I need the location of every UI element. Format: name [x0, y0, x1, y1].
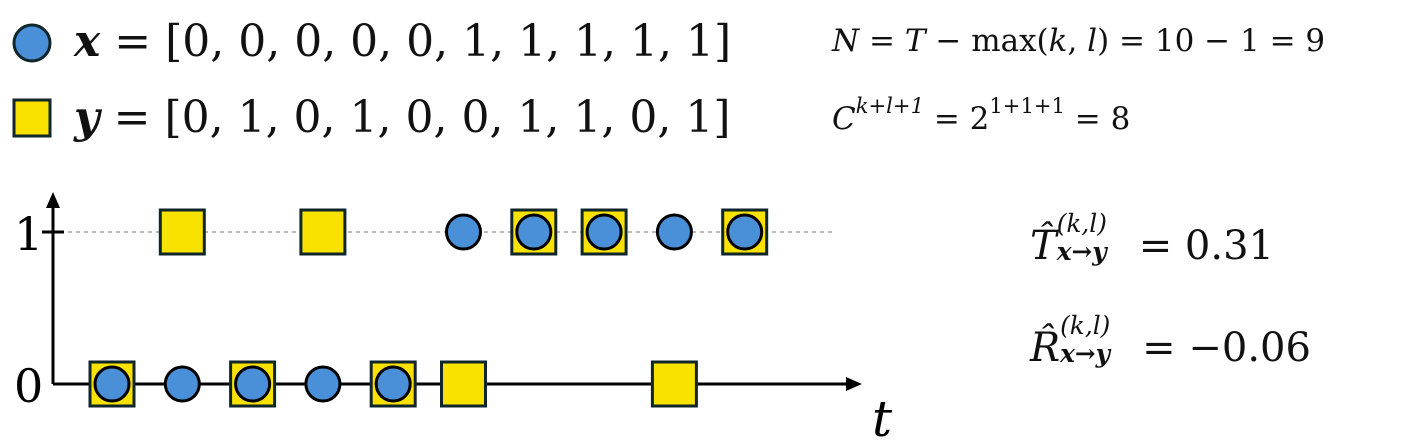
- y-axis-arrow-icon: [46, 192, 60, 208]
- equals-sign: =: [114, 16, 152, 67]
- x-point-circle: [304, 365, 342, 403]
- n-result: ) = 10 − 1 = 9: [1097, 23, 1326, 59]
- x-axis-arrow-icon: [846, 377, 862, 391]
- x-point-circle: [655, 213, 693, 251]
- legend-y-equation: y = [0, 1, 0, 1, 0, 0, 1, 1, 0, 1]: [74, 96, 730, 140]
- te-subscript: x→y: [1056, 236, 1107, 266]
- n-max: − max(: [925, 23, 1049, 59]
- n-symbol: N: [832, 23, 860, 59]
- equals-sign: =: [113, 92, 151, 143]
- n-eq: =: [868, 23, 905, 59]
- y-values: [0, 1, 0, 1, 0, 0, 1, 1, 0, 1]: [164, 92, 731, 143]
- c-result: = 8: [1064, 101, 1131, 137]
- reverse-metric: R̂(k,l)x→y = −0.06: [1030, 314, 1311, 371]
- te-superscript: (k,l): [1056, 209, 1107, 239]
- comma: ,: [1067, 23, 1088, 59]
- c-exponent-values: 1+1+1: [989, 93, 1065, 119]
- y-tick-label-1: 1: [14, 207, 43, 261]
- re-superscript: (k,l): [1060, 311, 1111, 341]
- legend-square-icon: [12, 98, 52, 138]
- re-value: = −0.06: [1142, 325, 1311, 371]
- x-point-circle: [163, 365, 201, 403]
- n-formula: N = T − max(k, l) = 10 − 1 = 9: [832, 26, 1325, 57]
- x-values: [0, 0, 0, 0, 0, 1, 1, 1, 1, 1]: [165, 16, 732, 67]
- re-symbol: R̂: [1030, 325, 1061, 371]
- c-symbol: C: [832, 101, 856, 137]
- y-point-square: [299, 208, 347, 256]
- y-tick-label-0: 0: [14, 359, 43, 413]
- t-symbol: T: [904, 23, 926, 59]
- x-point-circle: [445, 213, 482, 251]
- transfer-entropy: T̂(k,l)x→y = 0.31: [1030, 212, 1274, 269]
- te-value: = 0.31: [1138, 223, 1274, 269]
- y-point-square: [650, 360, 698, 408]
- legend-x-equation: x = [0, 0, 0, 0, 0, 1, 1, 1, 1, 1]: [74, 20, 731, 64]
- y-point-square: [158, 208, 206, 256]
- c-exponent: k+l+1: [855, 93, 924, 119]
- x-axis-label: t: [872, 390, 893, 446]
- y-point-square: [440, 360, 487, 408]
- legend-circle-icon: [12, 23, 52, 63]
- x-point-circle: [515, 213, 553, 251]
- x-point-circle: [585, 213, 623, 251]
- c-eq: = 2: [923, 101, 990, 137]
- x-point-circle: [726, 213, 764, 251]
- x-point-circle: [93, 365, 131, 403]
- x-point-circle: [374, 365, 412, 403]
- c-formula: Ck+l+1 = 21+1+1 = 8: [832, 95, 1131, 137]
- x-point-circle: [234, 365, 272, 403]
- re-subscript: x→y: [1060, 338, 1111, 368]
- te-symbol: T̂: [1030, 223, 1057, 269]
- k-symbol: k: [1048, 23, 1068, 59]
- l-symbol: l: [1087, 23, 1098, 59]
- x-symbol: x: [74, 16, 101, 67]
- y-symbol: y: [74, 92, 100, 143]
